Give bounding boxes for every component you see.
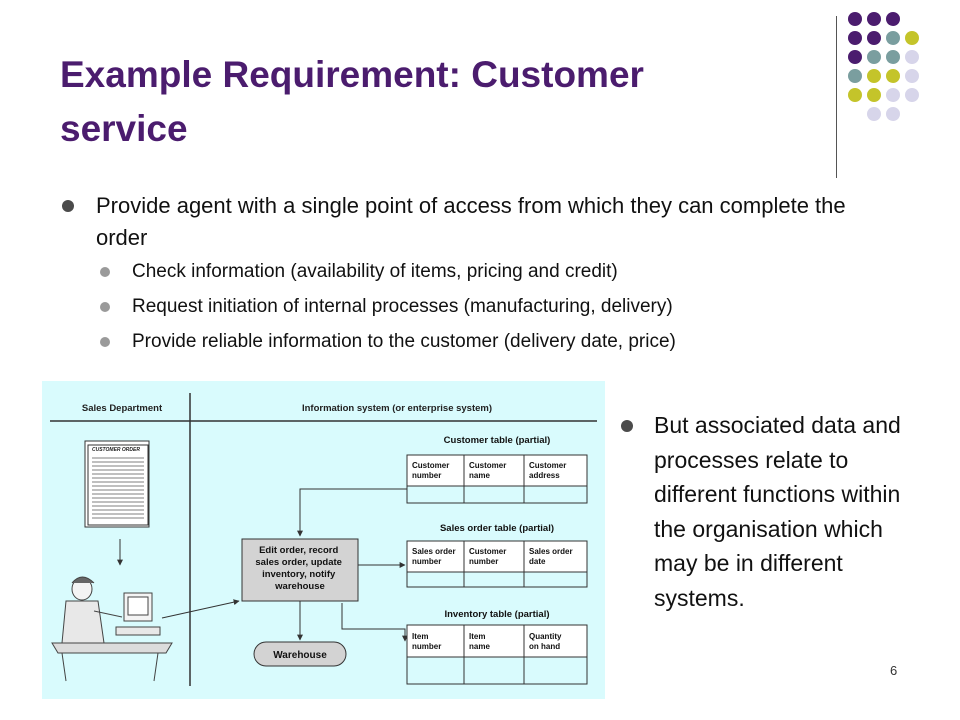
sales-order-date-header-2: date bbox=[529, 557, 546, 566]
quantity-on-hand-header-1: Quantity bbox=[529, 632, 562, 641]
inventory-table-title: Inventory table (partial) bbox=[444, 609, 549, 620]
item-name-header-2: name bbox=[469, 642, 490, 651]
customer-number-header-1: Customer bbox=[412, 461, 449, 470]
decor-dot bbox=[886, 12, 900, 26]
decor-dot bbox=[905, 88, 919, 102]
decor-dot bbox=[848, 31, 862, 45]
decor-dot bbox=[886, 107, 900, 121]
sub-bullet-request-initiation: Request initiation of internal processes… bbox=[60, 295, 890, 319]
arrow-process-to-inventory-table bbox=[341, 603, 408, 642]
decor-dot bbox=[886, 69, 900, 83]
decor-dot bbox=[905, 69, 919, 83]
decor-dot bbox=[886, 31, 900, 45]
sales-order-table: Sales order table (partial) Sales order … bbox=[406, 523, 588, 588]
diagram-canvas: Sales Department Information system (or … bbox=[50, 393, 597, 686]
slide-title: Example Requirement: Customer service bbox=[60, 54, 644, 149]
svg-text:Edit order, record sales: Edit order, record sales order, update i… bbox=[255, 545, 344, 592]
arrow-agent-to-process bbox=[161, 599, 240, 619]
bullet-single-access: Provide agent with a single point of acc… bbox=[60, 190, 890, 254]
sub-bullet-reliable-information: Provide reliable information to the cust… bbox=[60, 330, 890, 354]
item-number-header-1: Item bbox=[412, 632, 428, 641]
agent-at-computer-illustration bbox=[51, 576, 173, 682]
sales-order-number-header-1: Sales order bbox=[412, 547, 456, 556]
decor-dot bbox=[848, 12, 862, 26]
side-bullet-list: But associated data and processes relate… bbox=[618, 408, 918, 615]
edit-order-process-box bbox=[241, 538, 359, 602]
inventory-table: Inventory table (partial) Item number It… bbox=[406, 609, 588, 685]
customer-address-header-2: address bbox=[529, 471, 560, 480]
sales-customer-number-header-2: number bbox=[469, 557, 498, 566]
decor-dot bbox=[848, 69, 862, 83]
customer-name-header-1: Customer bbox=[469, 461, 506, 470]
decor-dot bbox=[867, 50, 881, 64]
sub-bullet-check-information: Check information (availability of items… bbox=[60, 260, 890, 284]
decor-dot bbox=[905, 31, 919, 45]
process-line-1: Edit order, record bbox=[259, 545, 338, 556]
arrow-customer-table-to-process bbox=[297, 488, 407, 537]
customer-name-header-2: name bbox=[469, 471, 490, 480]
sales-order-date-header-1: Sales order bbox=[529, 547, 573, 556]
information-system-header: Information system (or enterprise system… bbox=[302, 403, 492, 414]
sales-order-number-header-2: number bbox=[412, 557, 441, 566]
process-line-4: warehouse bbox=[274, 581, 325, 592]
item-number-header-2: number bbox=[412, 642, 441, 651]
decor-dot bbox=[867, 107, 881, 121]
decorative-dot-grid bbox=[848, 12, 948, 162]
warehouse-node bbox=[253, 641, 347, 667]
customer-number-header-2: number bbox=[412, 471, 441, 480]
customer-address-header-1: Customer bbox=[529, 461, 566, 470]
quantity-on-hand-header-2: on hand bbox=[529, 642, 560, 651]
process-line-2: sales order, update bbox=[255, 557, 342, 568]
sales-department-header: Sales Department bbox=[82, 403, 163, 414]
svg-text:Sales order number: Sales order number Customer number Sales… bbox=[412, 547, 575, 566]
side-bullet-associated-data: But associated data and processes relate… bbox=[618, 408, 918, 615]
customer-table: Customer table (partial) Customer number… bbox=[406, 435, 588, 504]
main-bullet-list: Provide agent with a single point of acc… bbox=[60, 190, 890, 365]
decor-dot bbox=[848, 50, 862, 64]
decor-dot bbox=[867, 69, 881, 83]
item-name-header-1: Item bbox=[469, 632, 485, 641]
customer-table-title: Customer table (partial) bbox=[444, 435, 551, 446]
decor-dot bbox=[886, 88, 900, 102]
title-divider bbox=[836, 16, 837, 178]
decor-dot bbox=[886, 50, 900, 64]
sales-order-table-title: Sales order table (partial) bbox=[440, 523, 554, 534]
customer-order-document: CUSTOMER ORDER bbox=[84, 440, 150, 528]
svg-text:Item number It: Item number Item name Quantity on hand bbox=[412, 632, 564, 651]
decor-dot bbox=[867, 12, 881, 26]
process-line-3: inventory, notify bbox=[262, 569, 336, 580]
enterprise-system-diagram: Sales Department Information system (or … bbox=[42, 381, 605, 699]
svg-text:Customer number: Customer number Customer name Customer a… bbox=[412, 461, 569, 480]
customer-order-label: CUSTOMER ORDER bbox=[92, 447, 140, 453]
decor-dot bbox=[905, 50, 919, 64]
decor-dot bbox=[867, 88, 881, 102]
decor-dot bbox=[867, 31, 881, 45]
page-number: 6 bbox=[890, 663, 898, 678]
decor-dot bbox=[848, 88, 862, 102]
warehouse-label: Warehouse bbox=[273, 650, 327, 661]
sales-customer-number-header-1: Customer bbox=[469, 547, 506, 556]
